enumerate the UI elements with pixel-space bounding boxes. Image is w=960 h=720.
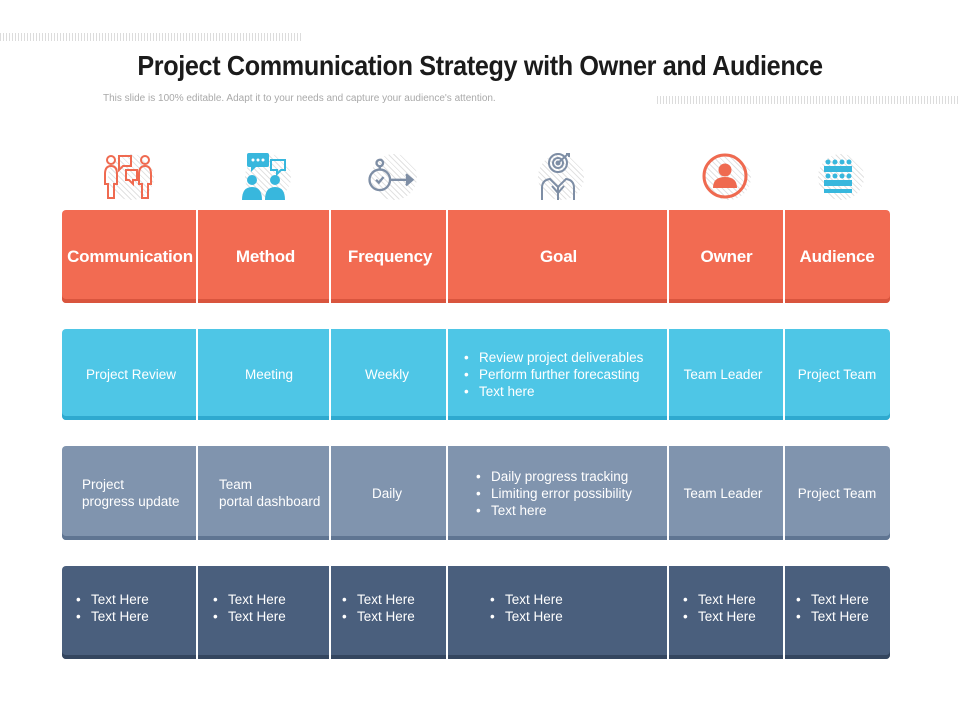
cell-owner: Text Here Text Here (669, 566, 784, 659)
chat-users-icon (237, 150, 293, 204)
list-item: Text Here (340, 608, 415, 625)
list-item: Review project deliverables (462, 349, 643, 366)
list-item: Text here (474, 502, 632, 519)
cell-communication: Project Review (85, 367, 177, 382)
cell-goal: Daily progress tracking Limiting error p… (474, 446, 669, 540)
cell-communication: Project progress update (82, 446, 198, 540)
list-item: Text Here (681, 591, 756, 608)
header-communication: Communication (67, 247, 193, 266)
header-row: Communication Method Frequency Goal Owne… (62, 210, 896, 309)
cell-method: Team portal dashboard (219, 446, 332, 540)
header-audience: Audience (799, 247, 875, 266)
cell-frequency: Text Here Text Here (332, 566, 448, 659)
header-owner: Owner (700, 247, 753, 266)
list-item: Perform further forecasting (462, 366, 643, 383)
column-divider (446, 205, 448, 662)
column-divider (329, 205, 331, 662)
list-item: Text Here (488, 591, 563, 608)
list-item: Text Here (794, 608, 869, 625)
header-method: Method (235, 247, 296, 266)
cell-frequency: Weekly (364, 367, 409, 382)
list-item: Text Here (74, 608, 149, 625)
cell-text-line: Project (82, 477, 125, 492)
list-item: Text Here (488, 608, 563, 625)
table-row: Project Review Meeting Weekly Review pro… (62, 329, 896, 426)
header-goal: Goal (540, 247, 577, 266)
header-frequency: Frequency (347, 247, 433, 266)
list-item: Daily progress tracking (474, 468, 632, 485)
stopwatch-arrow-icon (363, 150, 419, 204)
list-item: Text here (462, 383, 643, 400)
list-item: Text Here (211, 608, 286, 625)
list-item: Text Here (681, 608, 756, 625)
decorative-pattern-right (657, 96, 960, 104)
list-item: Limiting error possibility (474, 485, 632, 502)
cell-communication: Text Here Text Here (62, 566, 199, 659)
cell-frequency: Daily (371, 485, 402, 501)
people-talking-icon (100, 150, 156, 204)
decorative-pattern-top-left (0, 33, 303, 41)
cell-audience: Project Team (797, 367, 877, 382)
list-item: Text Here (74, 591, 149, 608)
cell-audience: Project Team (797, 485, 877, 501)
cell-method: Meeting (244, 367, 294, 382)
target-person-icon (530, 150, 586, 204)
cell-goal: Review project deliverables Perform furt… (462, 329, 669, 420)
column-divider (196, 205, 198, 662)
page-title: Project Communication Strategy with Owne… (137, 50, 823, 81)
table-row: Text Here Text Here Text Here Text Here … (62, 566, 896, 665)
list-item: Text Here (794, 591, 869, 608)
cell-owner: Team Leader (683, 367, 763, 382)
column-divider (667, 205, 669, 662)
list-item: Text Here (211, 591, 286, 608)
cell-text-line: Team (219, 477, 253, 492)
cell-owner: Team Leader (683, 485, 763, 501)
column-divider (783, 205, 785, 662)
cell-text-line: progress update (82, 494, 180, 509)
page-subtitle: This slide is 100% editable. Adapt it to… (103, 93, 496, 104)
audience-icon (810, 150, 866, 204)
table-row: Project progress update Team portal dashbo… (62, 446, 896, 546)
user-circle-icon (697, 150, 753, 204)
cell-method: Text Here Text Here (199, 566, 332, 659)
cell-goal: Text Here Text Here (448, 566, 669, 659)
cell-text-line: portal dashboard (219, 494, 321, 509)
list-item: Text Here (340, 591, 415, 608)
cell-audience: Text Here Text Here (784, 566, 890, 659)
